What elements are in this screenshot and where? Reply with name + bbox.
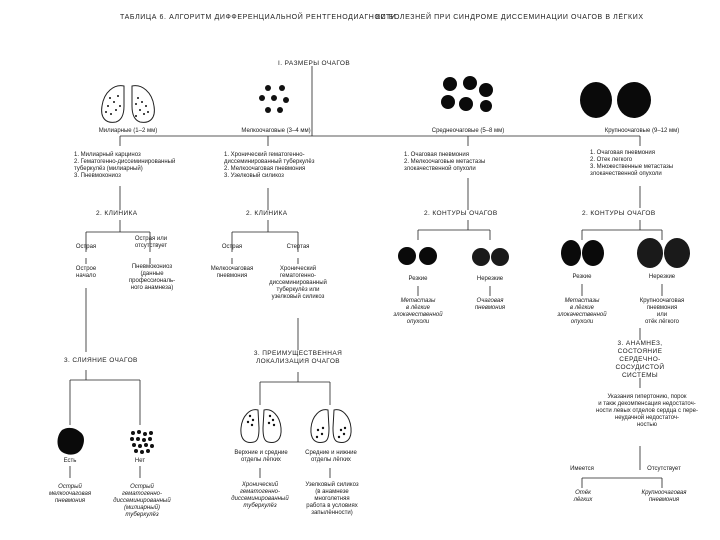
lungs-lower-foci-icon (310, 409, 352, 443)
list-small: 1. Хронический гематогенно- диссеминиров… (224, 152, 315, 179)
size-miliary-label: Милиарные (1–2 мм) (98, 128, 158, 134)
list-large: 1. Очаговая пневмония 2. Отек легкого 3.… (590, 150, 674, 177)
contours-left-result-sharp: Метастазы в лёгкие злокачественной опухо… (393, 298, 443, 325)
sharp-foci-large-icon (561, 240, 604, 266)
clinic-left-acute: Острая (75, 244, 97, 250)
merge-result-no: Острый гематогенно- диссеминированный (м… (113, 484, 171, 518)
table-title-right: КИ БОЛЕЗНЕЙ ПРИ СИНДРОМЕ ДИССЕМИНАЦИИ ОЧ… (376, 14, 644, 21)
small-foci-icon (259, 85, 289, 113)
clinic-left-result-pneumo: Пневмокониоз (данные профессиональ- ного… (128, 264, 176, 291)
merge-no: Нет (134, 458, 146, 464)
list-miliary: 1. Милиарный карциноз 2. Гематогенно-дис… (74, 152, 176, 179)
clinic-left-result-acute: Острое начало (75, 266, 97, 279)
section-anamnesis: 3. АНАМНЕЗ, СОСТОЯНИЕ СЕРДЕЧНО- СОСУДИСТ… (615, 340, 665, 379)
contours-right-result-blurred: Крупноочаговая пневмония или отёк лёгког… (639, 298, 685, 325)
size-large-label: Крупноочаговые (9–12 мм) (604, 128, 680, 134)
blurred-foci-medium-icon (472, 248, 509, 266)
section-clinic-left: 2. КЛИНИКА (96, 210, 138, 217)
contours-right-blurred: Нерезкие (648, 274, 676, 280)
anamnesis-description: Указания гипертонию, порок и такж декомп… (596, 394, 698, 428)
merged-foci-icon (57, 427, 84, 455)
contours-left-blurred: Нерезкие (476, 276, 504, 282)
contours-left-result-blurred: Очаговая пневмония (474, 298, 506, 311)
contours-right-result-sharp: Метастазы в лёгкие злокачественной опухо… (557, 298, 607, 325)
merge-result-yes: Острый мелкоочаговая пневмония (48, 484, 92, 504)
section-merge: 3. СЛИЯНИЕ ОЧАГОВ (64, 357, 138, 364)
clinic-left-absent: Острая или отсутствует (134, 236, 168, 249)
localization-lower: Средние и нижние отделы лёгких (305, 450, 357, 463)
localization-result-upper: Хронический гематогенно- диссеминированн… (231, 482, 289, 509)
contours-left-sharp: Резкие (408, 276, 428, 282)
section-contours-right: 2. КОНТУРЫ ОЧАГОВ (582, 210, 656, 217)
table-title-left: ТАБЛИЦА 6. АЛГОРИТМ ДИФФЕРЕНЦИАЛЬНОЙ РЕН… (120, 14, 397, 21)
large-foci-icon (580, 82, 651, 118)
clinic-mid-result-acute: Мелкоочаговая пневмония (210, 266, 254, 279)
anamnesis-absent: Отсутствует (647, 466, 681, 472)
sharp-foci-medium-icon (398, 247, 437, 265)
merge-yes: Есть (63, 458, 77, 464)
blurred-foci-large-icon (637, 238, 690, 268)
section-localization: 3. ПРЕИМУЩЕСТВЕННАЯ ЛОКАЛИЗАЦИЯ ОЧАГОВ (253, 350, 343, 365)
list-medium: 1. Очаговая пневмония 2. Мелкоочаговые м… (404, 152, 486, 172)
clinic-mid-acute: Острая (221, 244, 243, 250)
section-clinic-mid: 2. КЛИНИКА (246, 210, 288, 217)
anamnesis-present: Имеется (570, 466, 594, 472)
separate-foci-icon (130, 430, 154, 454)
section-contours-left: 2. КОНТУРЫ ОЧАГОВ (424, 210, 498, 217)
localization-upper: Верхние и средние отделы лёгких (234, 450, 288, 463)
clinic-mid-slow: Стертая (286, 244, 310, 250)
lungs-miliary-icon (101, 85, 155, 123)
anamnesis-result-present: Отёк лёгких (573, 490, 593, 503)
size-small-label: Мелкоочаговые (3–4 мм) (241, 128, 311, 134)
section-sizes: I. РАЗМЕРЫ ОЧАГОВ (278, 60, 351, 67)
clinic-mid-result-slow: Хронический гематогенно- диссеминированн… (269, 266, 327, 300)
anamnesis-result-absent: Крупноочаговая пневмония (641, 490, 687, 503)
contours-right-sharp: Резкие (572, 274, 592, 280)
localization-result-lower: Узелковый силикоз (в анамнезе многолетня… (305, 482, 359, 516)
medium-foci-icon (441, 76, 493, 112)
lungs-upper-foci-icon (240, 409, 282, 443)
size-medium-label: Среднеочаговые (5–8 мм) (431, 128, 505, 134)
